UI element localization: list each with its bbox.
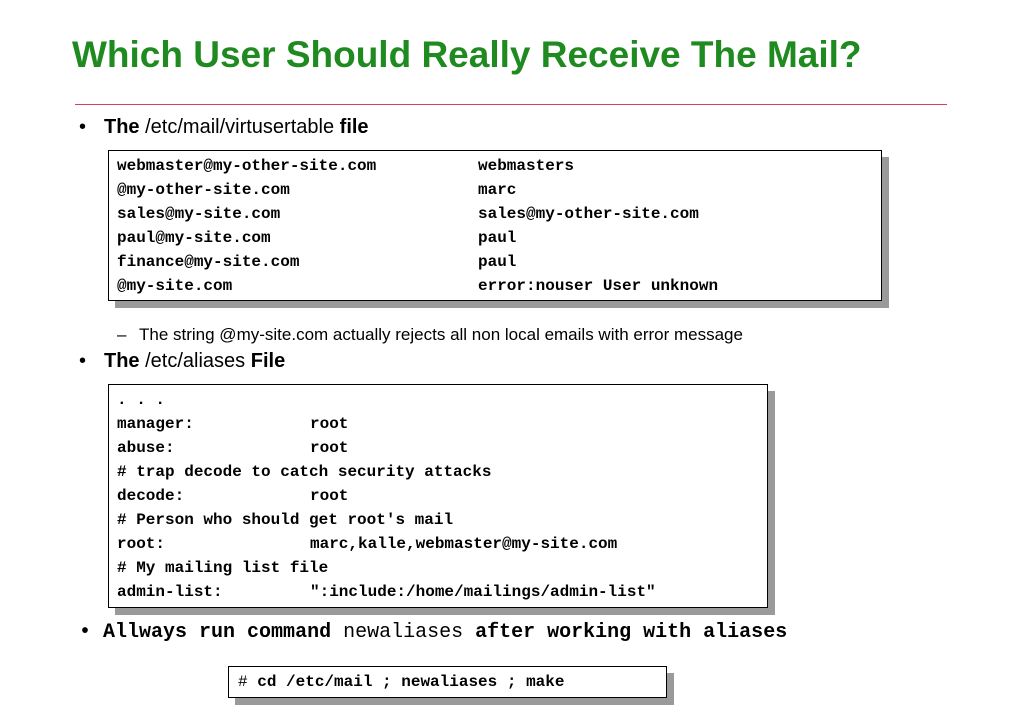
code-line: root: marc,kalle,webmaster@my-site.com [117, 532, 767, 556]
code-value: paul [478, 253, 517, 271]
sub-bullet-note: –The string @my-site.com actually reject… [117, 325, 743, 345]
code-key: abuse: [117, 439, 175, 457]
bullet-bold-file: File [250, 350, 286, 372]
bullet-virtusertable: • The /etc/mail/virtusertable file [79, 116, 369, 139]
code-line: @my-site.com error:nouser User unknown [117, 274, 881, 298]
code-line: # trap decode to catch security attacks [117, 460, 767, 484]
virtusertable-code-box: webmaster@my-other-site.com webmasters @my… [108, 150, 882, 301]
code-key: finance@my-site.com [117, 253, 300, 271]
code-value: marc [478, 181, 517, 199]
code-key: # My mailing list file [117, 559, 329, 577]
bullet-dot: • [79, 116, 87, 138]
code-key: webmaster@my-other-site.com [117, 157, 377, 175]
code-key: sales@my-site.com [117, 205, 281, 223]
code-value: root [310, 415, 349, 433]
shell-prompt: # [238, 673, 248, 691]
code-line: abuse: root [117, 436, 767, 460]
code-key: @my-other-site.com [117, 181, 290, 199]
code-key: decode: [117, 487, 185, 505]
virtusertable-path: /etc/mail/virtusertable [145, 116, 335, 138]
code-key: # trap decode to catch security attacks [117, 463, 492, 481]
sub-bullet-dash: – [117, 325, 127, 344]
code-key: . . . [117, 391, 166, 409]
code-key: root: [117, 535, 166, 553]
code-value: paul [478, 229, 517, 247]
code-value: error:nouser User unknown [478, 277, 719, 295]
code-key: manager: [117, 415, 194, 433]
code-line: admin-list: ":include:/home/mailings/admi… [117, 580, 767, 604]
bullet-aliases: • The /etc/aliases File [79, 350, 285, 373]
code-value: root [310, 487, 349, 505]
code-key: admin-list: [117, 583, 223, 601]
code-line: . . . [117, 388, 767, 412]
code-key: paul@my-site.com [117, 229, 271, 247]
bullet-bold-the: The [104, 116, 140, 138]
bullet-newaliases: • Allways run command newaliases after w… [79, 622, 879, 644]
slide-title: Which User Should Really Receive The Mai… [72, 34, 862, 75]
bullet-dot: • [79, 621, 92, 644]
code-key: # Person who should get root's mail [117, 511, 454, 529]
code-value: root [310, 439, 349, 457]
code-value: marc,kalle,webmaster@my-site.com [310, 535, 618, 553]
command-box: # cd /etc/mail ; newaliases ; make [228, 666, 667, 698]
aliases-path: /etc/aliases [145, 350, 246, 372]
code-value: ":include:/home/mailings/admin-list" [310, 583, 656, 601]
bullet3-text-a: Allways run command [103, 621, 332, 644]
code-value: webmasters [478, 157, 575, 175]
code-line: webmaster@my-other-site.com webmasters [117, 154, 881, 178]
code-line: decode: root [117, 484, 767, 508]
bullet-bold-file: file [339, 116, 369, 138]
shell-command: cd /etc/mail ; newaliases ; make [257, 673, 565, 691]
newaliases-command-word: newaliases [343, 621, 464, 644]
bullet-bold-the: The [104, 350, 140, 372]
code-value: sales@my-other-site.com [478, 205, 699, 223]
code-line: # Person who should get root's mail [117, 508, 767, 532]
code-line: finance@my-site.com paul [117, 250, 881, 274]
title-divider [75, 104, 947, 105]
bullet3-text-b: after working with aliases [475, 621, 788, 644]
bullet-dot: • [79, 350, 87, 372]
code-line: sales@my-site.com sales@my-other-site.com [117, 202, 881, 226]
code-line: manager: root [117, 412, 767, 436]
aliases-code-box: . . . manager: root abuse: root # trap decode… [108, 384, 768, 608]
code-line: # My mailing list file [117, 556, 767, 580]
code-line: @my-other-site.com marc [117, 178, 881, 202]
code-key: @my-site.com [117, 277, 233, 295]
sub-note-text: The string @my-site.com actually rejects… [139, 325, 743, 344]
code-line: paul@my-site.com paul [117, 226, 881, 250]
